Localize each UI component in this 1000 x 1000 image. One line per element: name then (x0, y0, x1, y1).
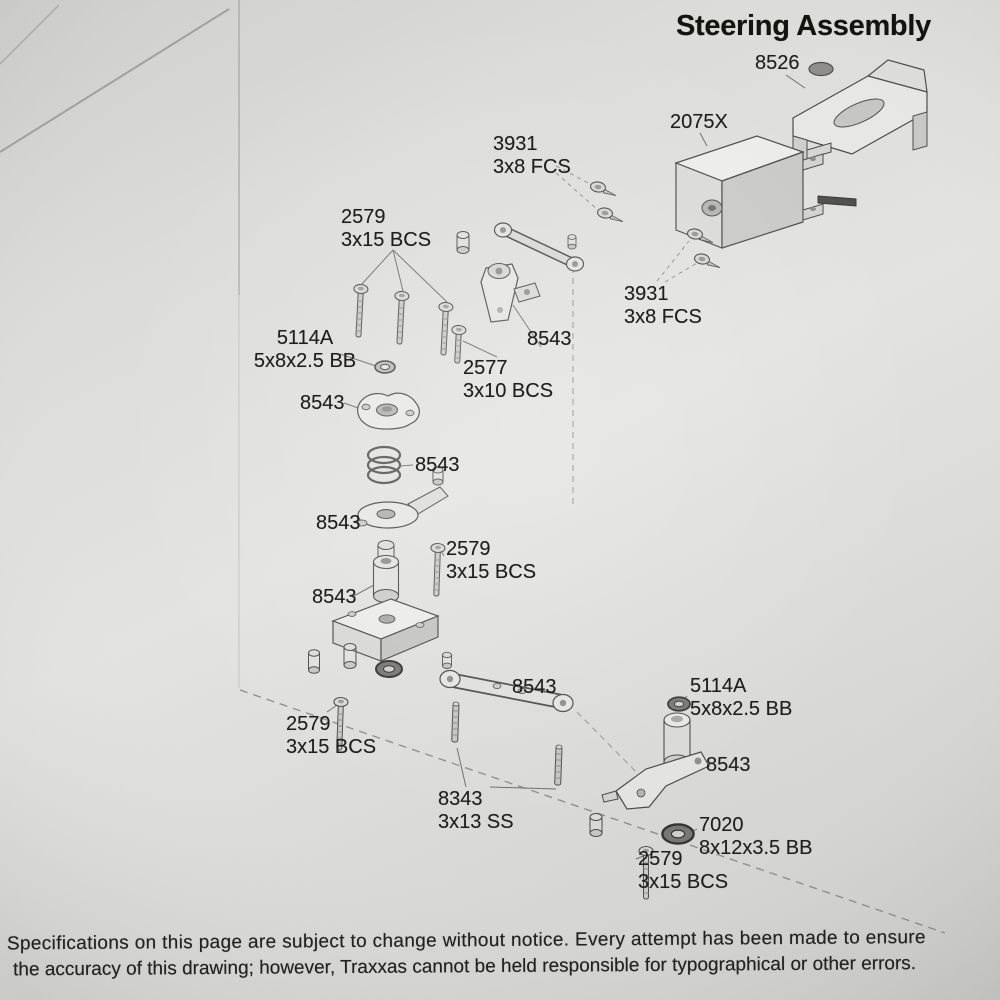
part-number: 8543 (415, 454, 460, 476)
part-spec: 3x15 BCS (341, 229, 432, 251)
part-number: 2579 (341, 206, 386, 228)
part-number: 5114A (276, 327, 334, 349)
part-label-8543-5: 8543 (312, 586, 357, 609)
part-number: 8543 (312, 586, 357, 608)
part-number: 7020 (699, 814, 744, 836)
part-spec: 3x15 BCS (638, 871, 729, 893)
part-label-8543-4: 8543 (316, 512, 361, 535)
part-number: 8543 (706, 754, 751, 776)
part-spec: 3x15 BCS (286, 736, 377, 758)
part-number: 8543 (512, 676, 557, 698)
part-number: 3931 (624, 283, 669, 305)
part-number: 2579 (638, 848, 683, 870)
part-number: 8526 (755, 52, 800, 74)
part-number: 8543 (527, 328, 572, 350)
footer-disclaimer: Specifications on this page are subject … (0, 925, 1000, 984)
part-number: 8543 (300, 392, 345, 414)
part-spec: 3x8 FCS (624, 306, 702, 328)
part-spec: 3x15 BCS (446, 561, 537, 583)
part-spec: 5x8x2.5 BB (690, 698, 793, 720)
part-number: 2577 (463, 357, 508, 379)
part-number: 8343 (438, 788, 483, 810)
part-spec: 3x8 FCS (493, 156, 571, 178)
part-spec: 3x13 SS (438, 811, 514, 833)
page-title: Steering Assembly (676, 10, 931, 42)
part-label-8543-7: 8543 (706, 754, 751, 777)
part-spec: 5x8x2.5 BB (253, 350, 357, 372)
part-number: 2075X (670, 111, 728, 133)
part-label-2075x: 2075X (670, 111, 728, 134)
part-number: 8543 (316, 512, 361, 534)
part-label-8526: 8526 (755, 52, 800, 75)
part-label-8543-6: 8543 (512, 676, 557, 699)
part-number: 3931 (493, 133, 538, 155)
part-spec: 8x12x3.5 BB (699, 837, 813, 859)
part-number: 2579 (446, 538, 491, 560)
part-label-8543-3: 8543 (415, 454, 460, 477)
part-label-8543-2: 8543 (300, 392, 345, 415)
part-number: 5114A (690, 675, 747, 697)
part-label-8543-1: 8543 (527, 328, 572, 351)
part-spec: 3x10 BCS (463, 380, 554, 402)
part-number: 2579 (286, 713, 331, 735)
